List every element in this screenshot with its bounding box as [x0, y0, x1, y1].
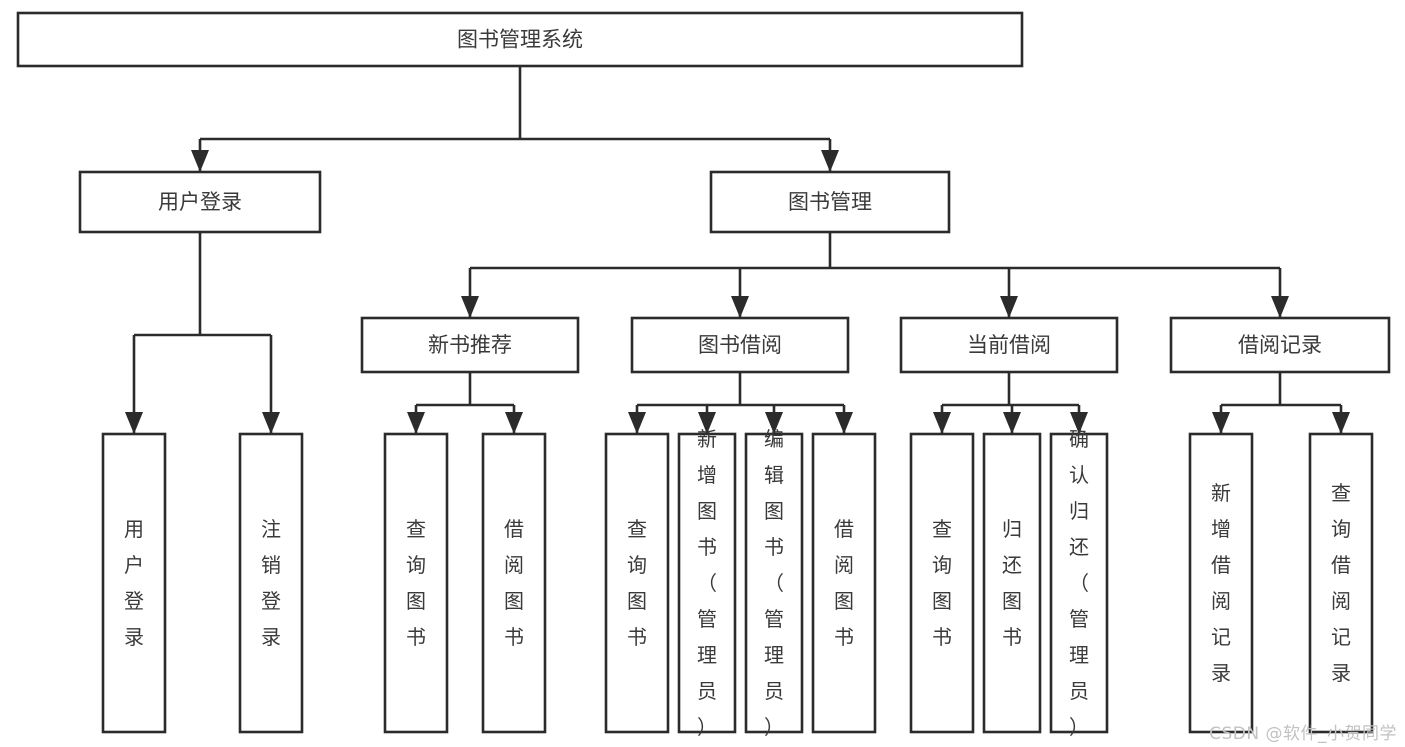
node-leaf-add-borrow-record[interactable]: 新增借阅记录	[1188, 432, 1254, 734]
arrow-head-icon	[407, 412, 425, 434]
node-leaf-add-book-admin-label: 新增图书（管理员）	[697, 427, 717, 739]
node-new-book-recommend-label: 新书推荐	[428, 333, 512, 357]
node-root-root-rect	[16, 11, 1024, 68]
node-leaf-query-book-rec-rect	[383, 432, 449, 734]
node-book-management-label: 图书管理	[788, 190, 872, 214]
node-leaf-logout-login[interactable]: 注销登录	[238, 432, 304, 734]
node-book-borrow[interactable]: 图书借阅	[630, 316, 850, 374]
node-leaf-query-book-rec-label: 查询图书	[406, 517, 426, 649]
node-leaf-query-book-borrow[interactable]: 查询图书	[604, 432, 670, 734]
arrow-head-icon	[125, 412, 143, 434]
arrow-head-icon	[1271, 296, 1289, 318]
arrow-head-icon	[1212, 412, 1230, 434]
node-leaf-query-book-current-rect	[909, 432, 975, 734]
node-leaf-return-book-rect	[982, 432, 1042, 734]
node-new-book-recommend-rect	[360, 316, 580, 374]
node-leaf-borrow-book-rect	[811, 432, 877, 734]
node-leaf-confirm-return-admin-rect	[1049, 432, 1109, 734]
arrow-head-icon	[698, 412, 716, 434]
node-leaf-add-book-admin-rect	[677, 432, 737, 734]
arrow-head-icon	[1332, 412, 1350, 434]
node-leaf-add-borrow-record-label: 新增借阅记录	[1211, 481, 1231, 685]
node-book-borrow-label: 图书借阅	[698, 333, 782, 357]
node-book-borrow-rect	[630, 316, 850, 374]
node-leaf-query-borrow-record-rect	[1308, 432, 1374, 734]
node-leaf-user-login-rect	[101, 432, 167, 734]
node-leaf-query-book-rec[interactable]: 查询图书	[383, 432, 449, 734]
node-leaf-logout-login-rect	[238, 432, 304, 734]
arrow-head-icon	[835, 412, 853, 434]
node-leaf-user-login-label: 用户登录	[124, 517, 144, 649]
connector-layer	[125, 66, 1350, 434]
node-leaf-borrow-book-rec-label: 借阅图书	[504, 517, 524, 649]
node-leaf-borrow-book-label: 借阅图书	[834, 517, 854, 649]
node-leaf-edit-book-admin[interactable]: 编辑图书（管理员）	[744, 427, 804, 739]
node-leaf-confirm-return-admin-label: 确认归还（管理员）	[1069, 427, 1089, 739]
arrow-head-icon	[1070, 412, 1088, 434]
arrow-head-icon	[505, 412, 523, 434]
arrow-head-icon	[628, 412, 646, 434]
node-leaf-borrow-book-rec-rect	[481, 432, 547, 734]
arrow-head-icon	[1000, 296, 1018, 318]
arrow-head-icon	[765, 412, 783, 434]
node-leaf-borrow-book[interactable]: 借阅图书	[811, 432, 877, 734]
node-leaf-user-login[interactable]: 用户登录	[101, 432, 167, 734]
node-root-root[interactable]: 图书管理系统	[16, 11, 1024, 68]
node-leaf-confirm-return-admin[interactable]: 确认归还（管理员）	[1049, 427, 1109, 739]
node-book-management-rect	[709, 170, 951, 234]
arrow-head-icon	[1003, 412, 1021, 434]
node-current-borrow-label: 当前借阅	[967, 333, 1051, 357]
node-new-book-recommend[interactable]: 新书推荐	[360, 316, 580, 374]
node-borrow-record-label: 借阅记录	[1238, 333, 1322, 357]
arrow-head-icon	[262, 412, 280, 434]
node-leaf-borrow-book-rec[interactable]: 借阅图书	[481, 432, 547, 734]
node-leaf-return-book-label: 归还图书	[1002, 517, 1022, 649]
arrow-head-icon	[933, 412, 951, 434]
node-leaf-query-book-borrow-rect	[604, 432, 670, 734]
node-current-borrow-rect	[899, 316, 1119, 374]
node-user-login-label: 用户登录	[158, 190, 242, 214]
node-leaf-query-book-current[interactable]: 查询图书	[909, 432, 975, 734]
arrow-head-icon	[191, 150, 209, 172]
node-book-management[interactable]: 图书管理	[709, 170, 951, 234]
arrow-head-icon	[821, 150, 839, 172]
node-root-root-label: 图书管理系统	[457, 28, 583, 52]
csdn-watermark: CSDN @软件_小贺同学	[1209, 724, 1397, 744]
node-user-login[interactable]: 用户登录	[78, 170, 322, 234]
node-borrow-record-rect	[1169, 316, 1391, 374]
arrow-head-icon	[731, 296, 749, 318]
node-leaf-query-borrow-record-label: 查询借阅记录	[1331, 481, 1351, 685]
node-leaf-query-book-current-label: 查询图书	[932, 517, 952, 649]
node-leaf-add-book-admin[interactable]: 新增图书（管理员）	[677, 427, 737, 739]
node-leaf-logout-login-label: 注销登录	[261, 517, 281, 649]
node-leaf-query-book-borrow-label: 查询图书	[627, 517, 647, 649]
node-current-borrow[interactable]: 当前借阅	[899, 316, 1119, 374]
node-borrow-record[interactable]: 借阅记录	[1169, 316, 1391, 374]
node-leaf-return-book[interactable]: 归还图书	[982, 432, 1042, 734]
arrow-head-icon	[461, 296, 479, 318]
node-leaf-edit-book-admin-label: 编辑图书（管理员）	[764, 427, 784, 739]
node-leaf-add-borrow-record-rect	[1188, 432, 1254, 734]
node-leaf-edit-book-admin-rect	[744, 432, 804, 734]
node-user-login-rect	[78, 170, 322, 234]
node-leaf-query-borrow-record[interactable]: 查询借阅记录	[1308, 432, 1374, 734]
node-layer: 图书管理系统用户登录图书管理新书推荐图书借阅当前借阅借阅记录用户登录注销登录查询…	[16, 11, 1391, 739]
